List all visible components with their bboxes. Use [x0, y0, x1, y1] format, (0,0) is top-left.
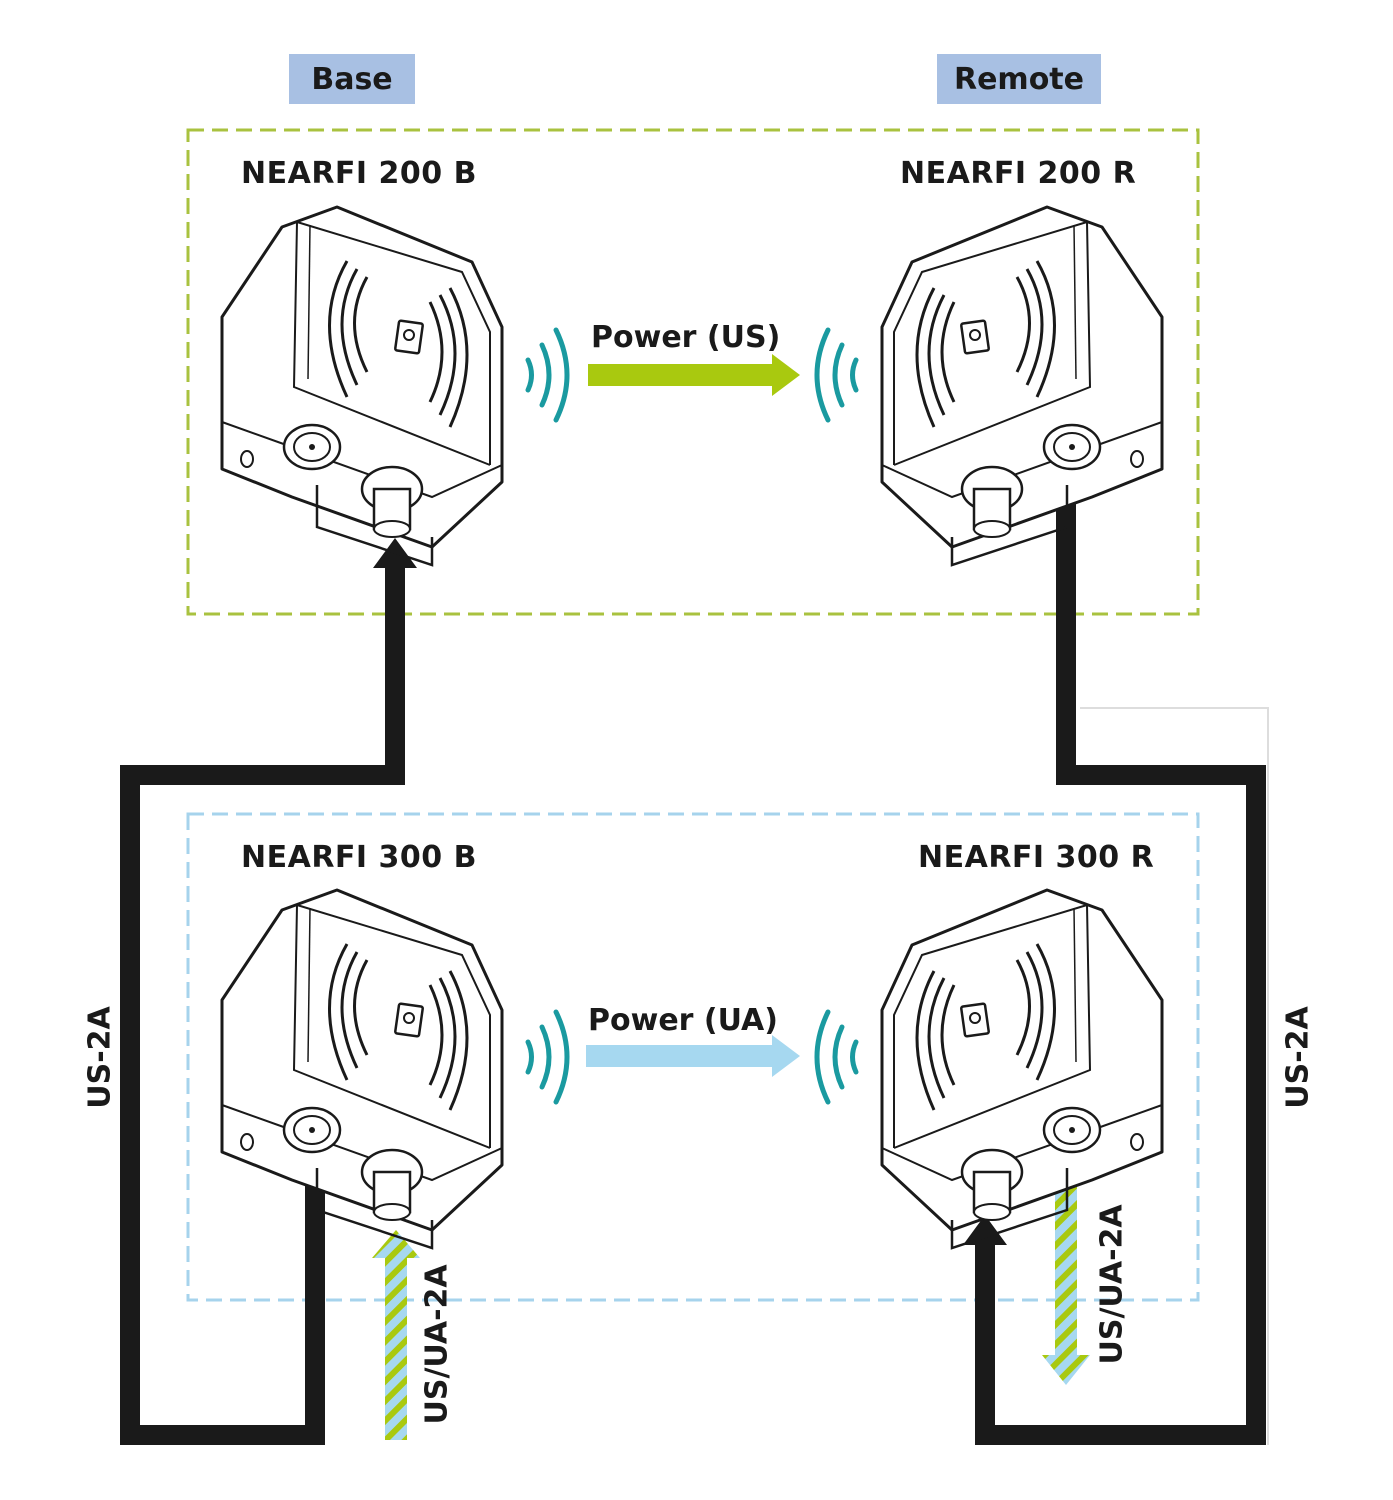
- power-ua-arrow: [586, 1035, 800, 1077]
- wave-icon-bottom-left: [525, 1009, 570, 1105]
- device-title-200-b: NEARFI 200 B: [241, 156, 477, 191]
- device-title-200-r: NEARFI 200 R: [900, 156, 1137, 191]
- cable-right-arrowhead: [963, 1215, 1007, 1245]
- device-nearfi-200-b: [220, 205, 504, 567]
- wave-icon-top-right: [814, 327, 859, 423]
- hatched-right-arrowhead: [1042, 1355, 1090, 1385]
- wave-icon-top-left: [525, 327, 570, 423]
- cable-bottom-right-hatched: [1055, 1178, 1077, 1358]
- ua-group-box: [186, 812, 1200, 1302]
- cable-label-left-us-2a: US-2A: [82, 1006, 118, 1109]
- cable-left-us: [120, 560, 405, 1445]
- power-ua-label: Power (UA): [588, 1003, 778, 1038]
- us-group-box: [186, 128, 1200, 616]
- cable-bottom-left-hatched: [385, 1255, 407, 1440]
- remote-label: Remote: [937, 54, 1101, 104]
- device-nearfi-300-r: [880, 888, 1164, 1250]
- device-title-300-b: NEARFI 300 B: [241, 840, 477, 875]
- power-us-label: Power (US): [591, 320, 781, 355]
- device-nearfi-200-r: [880, 205, 1164, 567]
- cable-label-bottom-right-us-ua-2a: US/UA-2A: [1094, 1204, 1130, 1365]
- cable-right-us: [975, 495, 1266, 1445]
- wave-icon-bottom-right: [814, 1009, 859, 1105]
- device-nearfi-300-b: [220, 888, 504, 1250]
- cable-label-right-us-2a: US-2A: [1280, 1006, 1316, 1109]
- power-us-arrow: [588, 354, 800, 396]
- hatched-left-arrowhead: [372, 1230, 420, 1258]
- cable-label-bottom-left-us-ua-2a: US/UA-2A: [419, 1264, 455, 1425]
- base-label: Base: [289, 54, 415, 104]
- device-title-300-r: NEARFI 300 R: [918, 840, 1155, 875]
